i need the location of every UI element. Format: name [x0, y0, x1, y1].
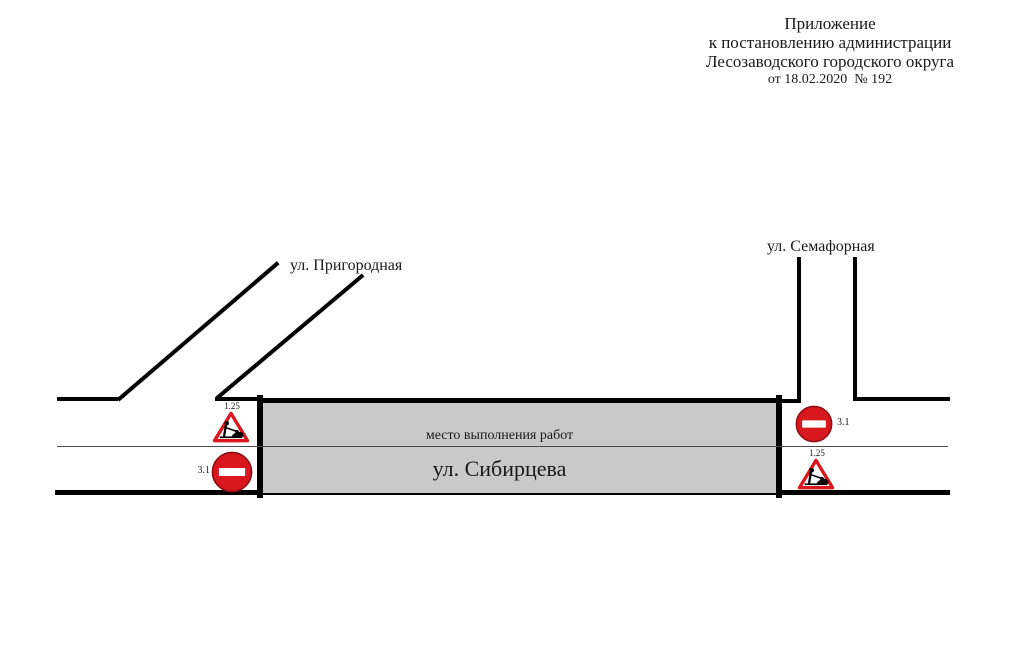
street-label-sibirtseva: ул. Сибирцева: [432, 456, 567, 481]
street-label-semafornaya: ул. Семафорная: [767, 238, 875, 255]
header-line-3: Лесозаводского городского округа: [705, 52, 954, 71]
road-edge-top-left: [57, 397, 118, 401]
header-line-1: Приложение: [784, 14, 876, 33]
work-zone-label: место выполнения работ: [425, 428, 574, 443]
left-roadworks-sign-code: 1.25: [224, 401, 240, 411]
header-line-4: от 18.02.2020 № 192: [767, 72, 893, 87]
right-roadworks-sign-code: 1.25: [809, 448, 825, 458]
prigorodnaya-street-line-right: [215, 273, 365, 400]
roadworks-sign-icon: [212, 411, 250, 443]
header-line-2: к постановлению администрации: [708, 33, 952, 52]
left-no-entry-sign-code: 3.1: [197, 465, 211, 476]
work-zone-area: [262, 398, 779, 493]
prigorodnaya-street-line-left: [116, 261, 280, 402]
road-edge-top-right-of-zone: [779, 399, 799, 403]
no-entry-sign-icon: [795, 405, 833, 443]
road-center-line: [57, 446, 948, 447]
street-label-prigorodnaya: ул. Пригородная: [290, 257, 403, 274]
road-edge-top-right: [853, 397, 950, 401]
header-note: Приложение к постановлению администрации…: [692, 14, 968, 89]
road-edge-top-mid: [215, 397, 262, 401]
semafornaya-street-line-left: [797, 257, 801, 403]
roadworks-sign-icon: [797, 458, 835, 490]
semafornaya-street-line-right: [853, 257, 857, 401]
right-no-entry-sign-code: 3.1: [837, 417, 850, 428]
no-entry-sign-icon: [211, 451, 253, 493]
